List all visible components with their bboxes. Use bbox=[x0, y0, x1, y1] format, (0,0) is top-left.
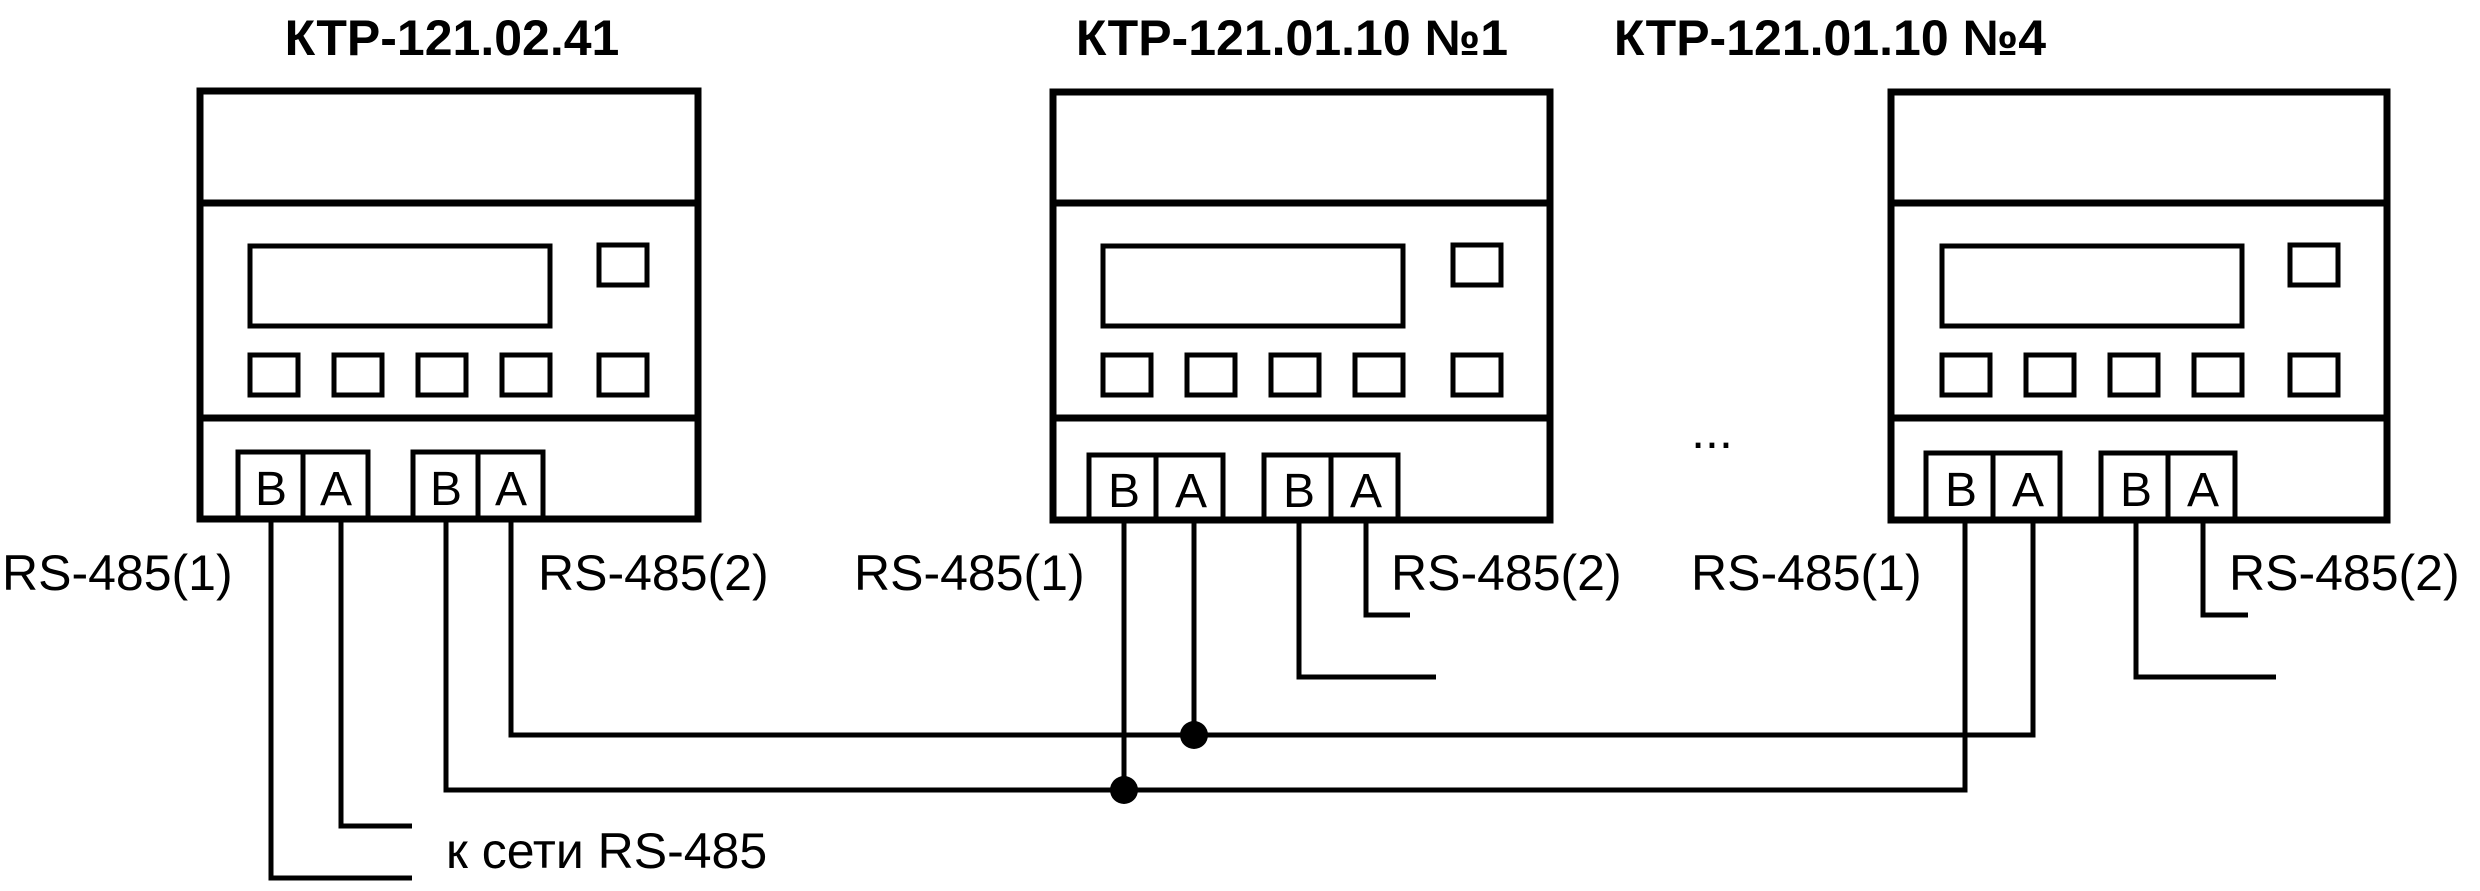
port-label-rs485-1: RS-485(1) bbox=[1691, 545, 1922, 601]
port-label-rs485-1: RS-485(1) bbox=[854, 545, 1085, 601]
ellipsis-more-devices: ... bbox=[1691, 403, 1733, 459]
front-panel-button bbox=[1184, 352, 1238, 398]
port-label-rs485-2: RS-485(2) bbox=[2229, 545, 2460, 601]
device-housing bbox=[196, 87, 702, 523]
front-panel-button bbox=[2107, 352, 2161, 398]
device-title: КТР-121.01.10 №1 bbox=[1076, 10, 1508, 66]
wire-network-b bbox=[268, 519, 412, 881]
junction-dot bbox=[1110, 776, 1138, 804]
stub-wire-a bbox=[2200, 519, 2248, 618]
terminal-a-label: A bbox=[1350, 465, 1382, 518]
stub-wire-b bbox=[1296, 520, 1436, 680]
port-label-rs485-2: RS-485(2) bbox=[1391, 545, 1622, 601]
front-panel-button bbox=[1352, 352, 1406, 398]
terminal-b-label: B bbox=[255, 463, 287, 516]
display-screen bbox=[1100, 243, 1406, 329]
front-panel-button bbox=[2191, 352, 2245, 398]
front-panel-button bbox=[331, 352, 385, 398]
device-ktr-121-01-10-no1: КТР-121.01.10 №1 B A B A RS-485(1) RS-48… bbox=[854, 10, 1622, 601]
front-panel-button bbox=[415, 352, 469, 398]
front-panel-button bbox=[499, 352, 553, 398]
terminal-b-label: B bbox=[1108, 465, 1140, 518]
indicator-led bbox=[596, 242, 650, 288]
port-label-rs485-1: RS-485(1) bbox=[2, 545, 233, 601]
front-panel-button bbox=[2287, 352, 2341, 398]
front-panel-button bbox=[1939, 352, 1993, 398]
device-title: КТР-121.01.10 №4 bbox=[1614, 10, 2046, 66]
terminal-a-label: A bbox=[2012, 464, 2044, 517]
terminal-b-label: B bbox=[1945, 464, 1977, 517]
terminal-b-label: B bbox=[1283, 465, 1315, 518]
indicator-led bbox=[1450, 242, 1504, 288]
front-panel-button bbox=[2023, 352, 2077, 398]
terminal-b-label: B bbox=[430, 463, 462, 516]
device-ktr-121-02-41: КТР-121.02.41 B A B A RS-485(1) RS-485(2… bbox=[2, 10, 769, 601]
terminal-a-label: A bbox=[2187, 464, 2219, 517]
terminal-a-label: A bbox=[320, 463, 352, 516]
indicator-led bbox=[2287, 242, 2341, 288]
device-housing bbox=[1887, 88, 2391, 524]
front-panel-button bbox=[1100, 352, 1154, 398]
front-panel-button bbox=[1450, 352, 1504, 398]
junction-dot bbox=[1180, 721, 1208, 749]
display-screen bbox=[1939, 243, 2245, 329]
terminal-b-label: B bbox=[2120, 464, 2152, 517]
stub-wire-b bbox=[2133, 519, 2276, 680]
display-screen bbox=[247, 243, 553, 329]
device-ktr-121-01-10-no4: КТР-121.01.10 №4 B A B A RS-485(1) RS-48… bbox=[1614, 10, 2460, 601]
stub-wire-a bbox=[1363, 520, 1410, 618]
device-title: КТР-121.02.41 bbox=[285, 10, 620, 66]
terminal-a-label: A bbox=[495, 463, 527, 516]
terminal-a-label: A bbox=[1175, 465, 1207, 518]
wire-network-a bbox=[338, 519, 412, 829]
front-panel-button bbox=[247, 352, 301, 398]
front-panel-button bbox=[596, 352, 650, 398]
network-label: к сети RS-485 bbox=[446, 823, 767, 879]
front-panel-button bbox=[1268, 352, 1322, 398]
port-label-rs485-2: RS-485(2) bbox=[538, 545, 769, 601]
